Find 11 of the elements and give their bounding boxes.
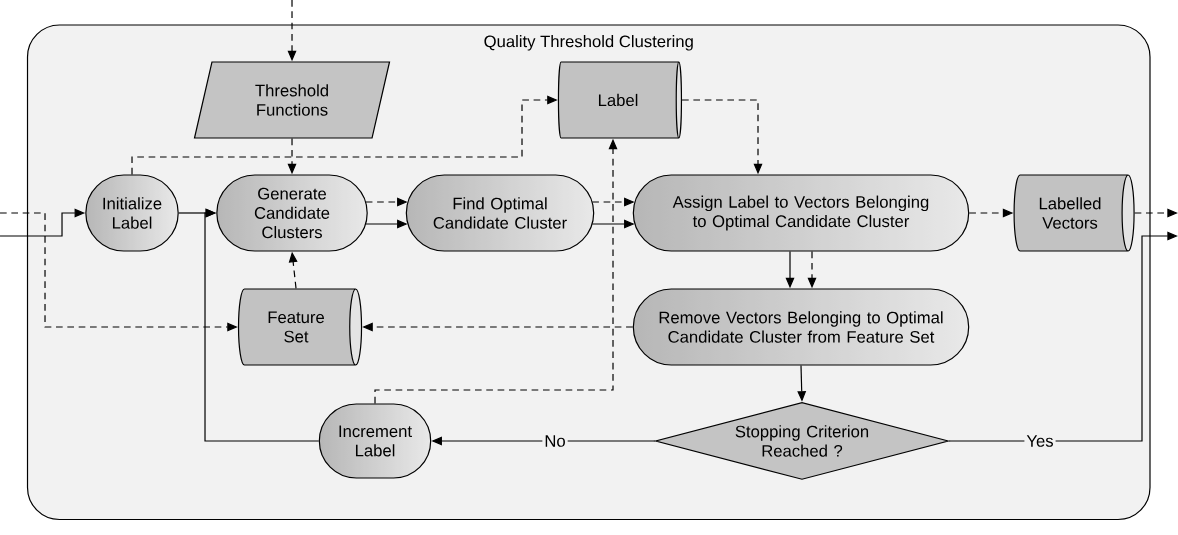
container-title: Quality Threshold Clustering xyxy=(484,35,693,51)
process-box: Find Optimal Candidate Cluster xyxy=(405,174,595,252)
storage-cylinder: Feature Set xyxy=(237,288,363,366)
edge-label: No xyxy=(542,433,568,449)
process-box: Remove Vectors Belonging to Optimal Candidate Cluster from Feature Set xyxy=(632,288,970,366)
arrow xyxy=(204,208,320,442)
input-parallelogram: Threshold Functions xyxy=(193,61,391,139)
edge-label: Yes xyxy=(1024,433,1056,449)
storage-cylinder: Label xyxy=(557,61,683,139)
process-box: Assign Label to Vectors Belonging to Optimal Candidate Cluster xyxy=(632,174,970,252)
storage-cylinder: Labelled Vectors xyxy=(1013,174,1135,252)
